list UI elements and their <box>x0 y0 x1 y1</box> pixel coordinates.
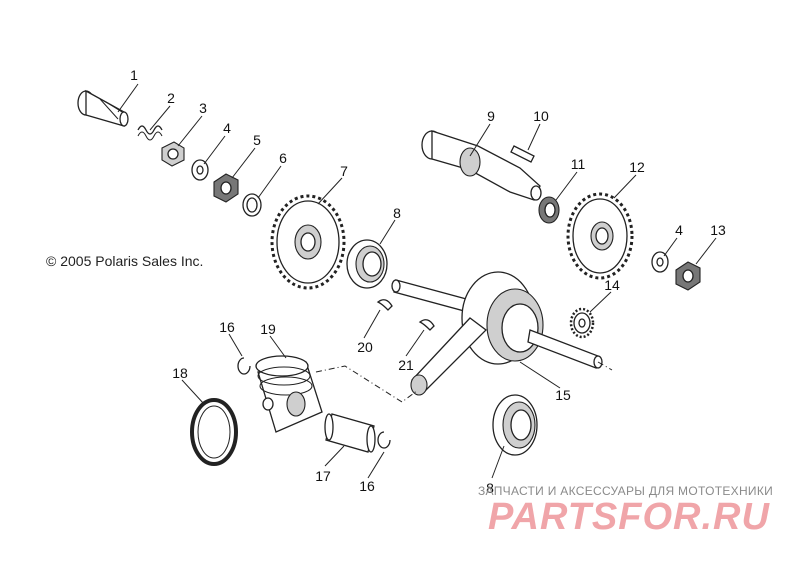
watermark-tagline: ЗАПЧАСТИ И АКСЕССУАРЫ ДЛЯ МОТОТЕХНИКИ <box>478 484 774 498</box>
part-10-pin <box>510 145 535 163</box>
leader-lines <box>117 83 717 479</box>
callout-16-lower: 16 <box>359 478 375 494</box>
callout-14: 14 <box>604 277 620 293</box>
callout-17: 17 <box>315 468 331 484</box>
part-20-key <box>376 299 393 311</box>
callout-15: 15 <box>555 387 571 403</box>
part-15-crankshaft <box>391 271 603 396</box>
part-7-gear <box>270 194 346 290</box>
callout-13: 13 <box>710 222 726 238</box>
callout-6: 6 <box>279 150 287 166</box>
callout-21: 21 <box>398 357 414 373</box>
callout-5: 5 <box>253 132 261 148</box>
part-9-camshaft <box>421 130 542 201</box>
part-1-shaft <box>77 89 129 127</box>
part-18-piston-ring <box>190 398 238 466</box>
watermark-logo: PARTSFOR.RU <box>488 496 770 538</box>
callouts: 1 2 3 4 5 6 7 8 9 10 11 12 4 13 14 15 8 … <box>130 67 726 496</box>
callout-8: 8 <box>393 205 401 221</box>
part-14-sprocket <box>569 307 595 339</box>
part-8-bearing-lower <box>492 394 538 456</box>
part-4-washer-right <box>651 251 669 273</box>
part-12-gear <box>566 192 634 280</box>
callout-16-upper: 16 <box>219 319 235 335</box>
callout-4-right: 4 <box>675 222 683 238</box>
callout-11: 11 <box>571 156 586 172</box>
part-19-piston <box>255 355 323 433</box>
callout-10: 10 <box>533 108 549 124</box>
copyright-notice: © 2005 Polaris Sales Inc. <box>46 253 204 269</box>
part-4-washer <box>191 159 209 181</box>
callout-7: 7 <box>340 163 348 179</box>
callout-4: 4 <box>223 120 231 136</box>
callout-2: 2 <box>167 90 175 106</box>
part-13-nut <box>675 261 701 291</box>
part-11-bearing <box>538 196 560 224</box>
callout-18: 18 <box>172 365 188 381</box>
callout-1: 1 <box>130 67 138 83</box>
part-21-key <box>418 319 435 331</box>
callout-19: 19 <box>260 321 276 337</box>
callout-8-lower: 8 <box>486 480 494 496</box>
callout-12: 12 <box>629 159 645 175</box>
callout-9: 9 <box>487 108 495 124</box>
assembly-centerline <box>315 365 419 403</box>
part-8-bearing-upper <box>346 239 388 289</box>
part-16-clip-lower <box>377 431 391 449</box>
part-3-nut <box>161 141 185 167</box>
callout-3: 3 <box>199 100 207 116</box>
part-5-nut <box>213 173 239 203</box>
part-6-ring <box>242 193 262 217</box>
part-17-piston-pin <box>324 413 376 453</box>
callout-20: 20 <box>357 339 373 355</box>
assembly-centerline-2 <box>597 361 613 371</box>
part-2-spring <box>137 125 163 141</box>
part-16-clip-upper <box>237 357 251 375</box>
